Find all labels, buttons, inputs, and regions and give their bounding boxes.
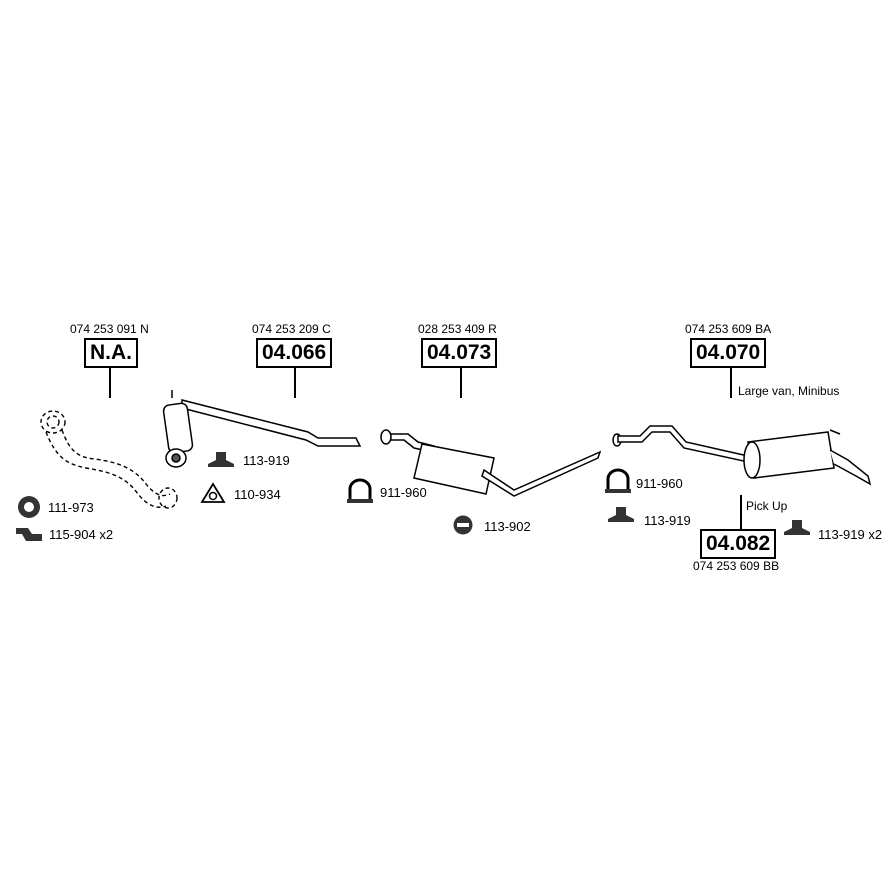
leader-line-na: [109, 368, 111, 398]
part-label-113-919-b[interactable]: 113-919: [644, 513, 691, 528]
flange-gasket-icon: [200, 482, 226, 503]
application-note-04070: Large van, Minibus: [738, 384, 840, 398]
part-label-911-960-a[interactable]: 911-960: [380, 485, 427, 500]
part-label-113-919-c[interactable]: 113-919 x2: [818, 527, 883, 542]
rear-silencer-drawing: [612, 425, 872, 486]
clamp-icon: [347, 478, 373, 503]
ref-box-04073[interactable]: 04.073: [421, 338, 498, 368]
rubber-mount-icon: [208, 452, 234, 467]
part-label-111-973[interactable]: 111-973: [48, 500, 94, 515]
middle-silencer-drawing: [380, 429, 602, 497]
ref-box-na[interactable]: N.A.: [84, 338, 138, 368]
clamp-icon: [605, 468, 631, 493]
part-label-113-902[interactable]: 113-902: [484, 519, 531, 534]
leader-line-04082: [740, 495, 742, 529]
bracket-icon: [16, 528, 42, 541]
oe-number-04070: 074 253 609 BA: [685, 322, 772, 336]
application-note-04082: Pick Up: [746, 499, 788, 513]
part-label-110-934[interactable]: 110-934: [234, 487, 281, 502]
rubber-hanger-icon: [453, 515, 473, 535]
leader-line-04070: [730, 368, 732, 398]
leader-line-04073: [460, 368, 462, 398]
rubber-mount-icon: [608, 507, 634, 522]
ref-box-04082[interactable]: 04.082: [700, 529, 777, 559]
ref-box-04070[interactable]: 04.070: [690, 338, 767, 368]
oe-number-na: 074 253 091 N: [70, 322, 149, 336]
part-label-911-960-b[interactable]: 911-960: [636, 476, 683, 491]
leader-line-04066: [294, 368, 296, 398]
ring-gasket-icon: [18, 496, 40, 518]
oe-number-04073: 028 253 409 R: [418, 322, 497, 336]
part-label-115-904[interactable]: 115-904 x2: [49, 527, 114, 542]
oe-number-04082: 074 253 609 BB: [693, 559, 780, 573]
rubber-mount-icon: [784, 520, 810, 535]
part-label-113-919-a[interactable]: 113-919: [243, 453, 290, 468]
ref-box-04066[interactable]: 04.066: [256, 338, 333, 368]
catalytic-converter-pipe-drawing: [162, 390, 362, 468]
front-pipe-drawing: [40, 410, 178, 509]
oe-number-04066: 074 253 209 C: [252, 322, 331, 336]
